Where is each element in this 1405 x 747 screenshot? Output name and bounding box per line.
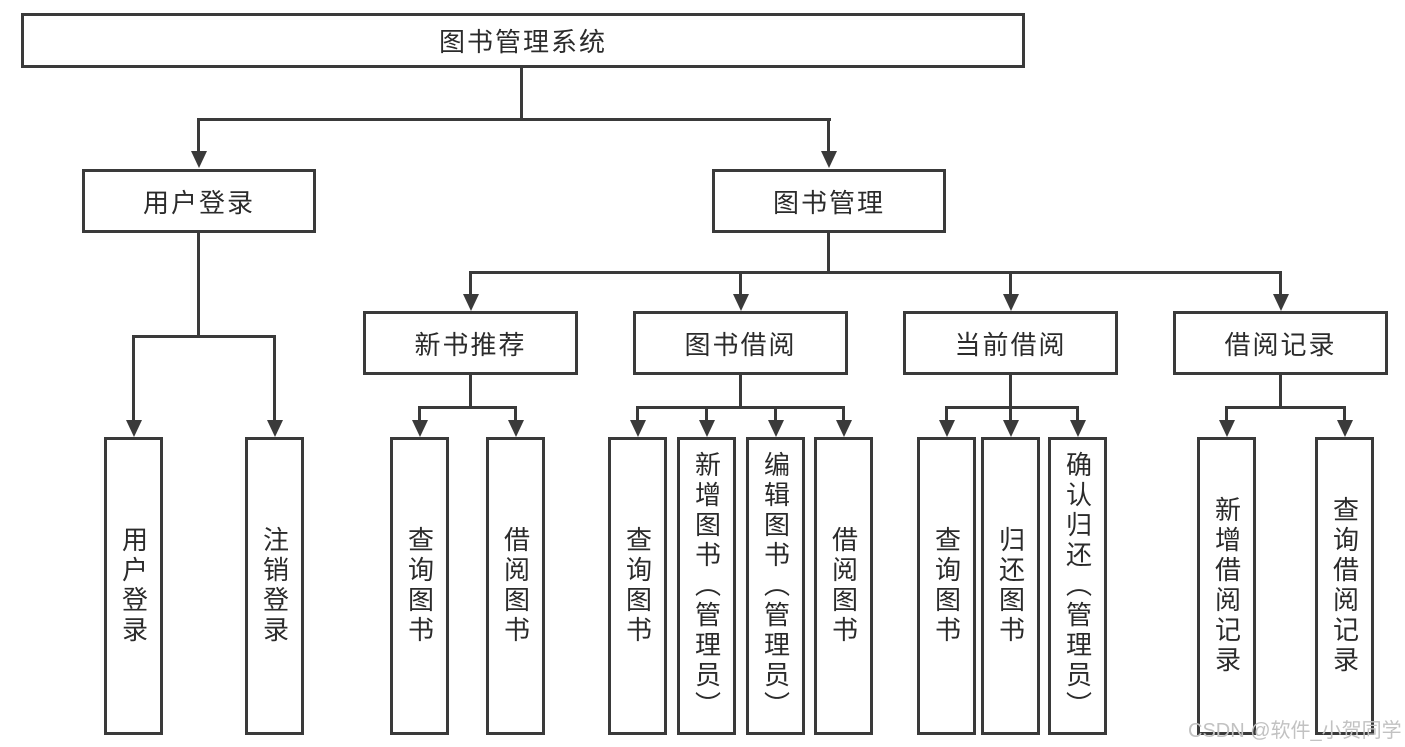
connector-line xyxy=(418,406,421,423)
connector-line xyxy=(636,406,845,409)
leaf-label: 查询图书 xyxy=(404,526,435,646)
arrow-down-icon xyxy=(1273,294,1289,311)
connector-line xyxy=(418,406,517,409)
connector-line xyxy=(469,271,472,296)
connector-line xyxy=(469,375,472,408)
node-label: 图书借阅 xyxy=(684,329,797,360)
leaf-borrow-books-recommend: 借阅图书 xyxy=(486,437,545,735)
leaf-label: 借阅图书 xyxy=(500,526,531,646)
connector-line xyxy=(705,406,708,423)
leaf-return-book: 归还图书 xyxy=(981,437,1040,735)
leaf-label: 用户登录 xyxy=(118,526,149,646)
arrow-down-icon xyxy=(630,420,646,437)
node-label: 图书管理 xyxy=(772,187,885,218)
arrow-down-icon xyxy=(699,420,715,437)
leaf-edit-book-admin: 编辑图书（管理员） xyxy=(746,437,805,735)
node-label: 图书管理系统 xyxy=(438,27,607,57)
connector-line xyxy=(774,406,777,423)
arrow-down-icon xyxy=(1070,420,1086,437)
arrow-down-icon xyxy=(1337,420,1353,437)
node-current-borrowing: 当前借阅 xyxy=(903,311,1118,375)
connector-line xyxy=(1009,375,1012,408)
arrow-down-icon xyxy=(412,420,428,437)
arrow-down-icon xyxy=(836,420,852,437)
leaf-confirm-return-admin: 确认归还（管理员） xyxy=(1048,437,1107,735)
node-user-login: 用户登录 xyxy=(82,169,316,233)
connector-line xyxy=(132,335,276,338)
leaf-query-books-current: 查询图书 xyxy=(917,437,976,735)
leaf-query-books-borrowing: 查询图书 xyxy=(608,437,667,735)
connector-line xyxy=(1009,406,1012,423)
arrow-down-icon xyxy=(508,420,524,437)
arrow-down-icon xyxy=(1003,420,1019,437)
leaf-label: 查询借阅记录 xyxy=(1329,496,1360,676)
node-borrowing-records: 借阅记录 xyxy=(1173,311,1388,375)
watermark: CSDN @软件_小贺同学 xyxy=(1188,720,1402,742)
connector-line xyxy=(469,271,1282,274)
leaf-label: 新增借阅记录 xyxy=(1211,496,1242,676)
connector-line xyxy=(520,68,523,121)
connector-line xyxy=(739,375,742,408)
connector-line xyxy=(827,118,830,153)
connector-line xyxy=(945,406,1079,409)
connector-line xyxy=(1225,406,1346,409)
node-label: 用户登录 xyxy=(142,187,255,218)
node-root: 图书管理系统 xyxy=(21,13,1025,68)
arrow-down-icon xyxy=(821,151,837,168)
leaf-label: 注销登录 xyxy=(259,526,290,646)
arrow-down-icon xyxy=(939,420,955,437)
connector-line xyxy=(1279,375,1282,408)
leaf-logout: 注销登录 xyxy=(245,437,304,735)
connector-line xyxy=(1279,271,1282,296)
connector-line xyxy=(739,271,742,296)
connector-line xyxy=(197,118,200,153)
node-book-management: 图书管理 xyxy=(712,169,946,233)
arrow-down-icon xyxy=(463,294,479,311)
connector-line xyxy=(197,118,831,121)
connector-line xyxy=(1076,406,1079,423)
arrow-down-icon xyxy=(1003,294,1019,311)
connector-line xyxy=(842,406,845,423)
connector-line xyxy=(132,335,135,422)
leaf-label: 借阅图书 xyxy=(828,526,859,646)
connector-line xyxy=(273,335,276,422)
leaf-borrow-books-borrowing: 借阅图书 xyxy=(814,437,873,735)
node-book-borrowing: 图书借阅 xyxy=(633,311,848,375)
connector-line xyxy=(514,406,517,423)
arrow-down-icon xyxy=(733,294,749,311)
leaf-add-borrow-record: 新增借阅记录 xyxy=(1197,437,1256,735)
node-label: 当前借阅 xyxy=(954,329,1067,360)
arrow-down-icon xyxy=(1219,420,1235,437)
connector-line xyxy=(827,233,830,273)
leaf-label: 编辑图书（管理员） xyxy=(760,451,791,721)
arrow-down-icon xyxy=(768,420,784,437)
leaf-label: 归还图书 xyxy=(995,526,1026,646)
leaf-label: 确认归还（管理员） xyxy=(1062,451,1093,721)
node-label: 借阅记录 xyxy=(1224,329,1337,360)
arrow-down-icon xyxy=(267,420,283,437)
connector-line xyxy=(197,233,200,337)
connector-line xyxy=(1225,406,1228,423)
leaf-label: 查询图书 xyxy=(931,526,962,646)
leaf-label: 查询图书 xyxy=(622,526,653,646)
leaf-label: 新增图书（管理员） xyxy=(691,451,722,721)
arrow-down-icon xyxy=(191,151,207,168)
leaf-query-borrow-record: 查询借阅记录 xyxy=(1315,437,1374,735)
connector-line xyxy=(636,406,639,423)
node-new-book-recommendation: 新书推荐 xyxy=(363,311,578,375)
connector-line xyxy=(1009,271,1012,296)
arrow-down-icon xyxy=(126,420,142,437)
connector-line xyxy=(945,406,948,423)
leaf-user-login: 用户登录 xyxy=(104,437,163,735)
connector-line xyxy=(1343,406,1346,423)
node-label: 新书推荐 xyxy=(414,329,527,360)
leaf-query-books-recommend: 查询图书 xyxy=(390,437,449,735)
leaf-add-book-admin: 新增图书（管理员） xyxy=(677,437,736,735)
